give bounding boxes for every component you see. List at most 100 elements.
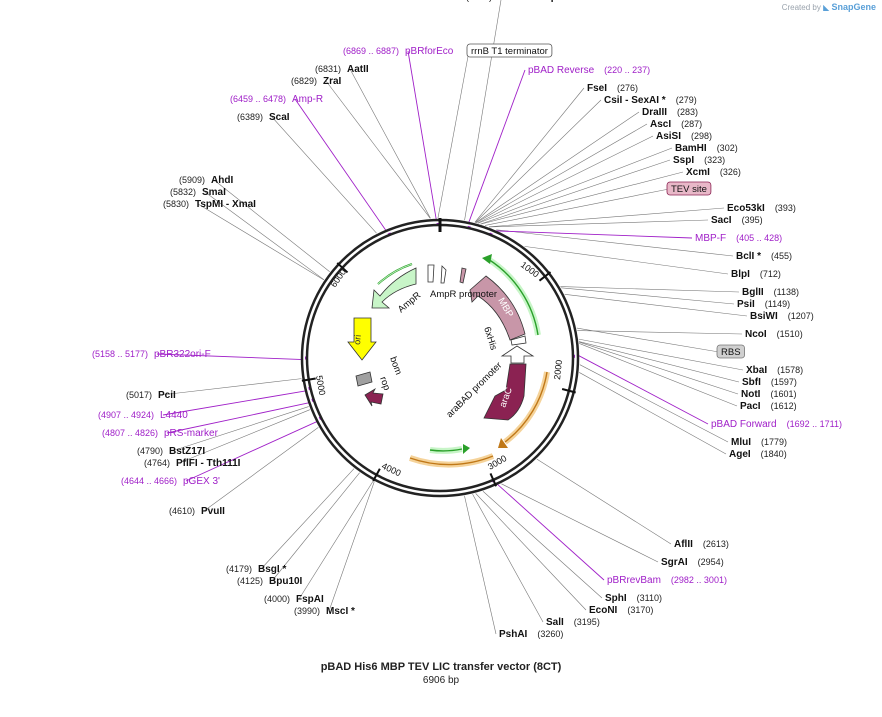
enzyme-bstz17i[interactable]: BstZ17I(4790) <box>137 446 205 457</box>
enzyme-zrai[interactable]: ZraI(6829) <box>291 76 342 87</box>
primer-pbad-forward[interactable]: pBAD Forward(1692 .. 1711) <box>711 419 842 430</box>
enzyme-psii[interactable]: PsiI(1149) <box>737 299 790 310</box>
map-size: 6906 bp <box>422 675 460 686</box>
site-position: (5832) <box>170 187 196 197</box>
site-position: (1138) <box>774 287 799 297</box>
enzyme-saci[interactable]: SacI (395) <box>711 215 763 226</box>
enzyme-sphi[interactable]: SphI(3110) <box>605 593 662 604</box>
enzyme-mlui[interactable]: MluI(1779) <box>731 437 787 448</box>
site-position: (4125) <box>237 576 263 586</box>
site-name: MBP-F <box>695 233 726 244</box>
primer-l4440[interactable]: L4440(4907 .. 4924) <box>98 410 188 421</box>
leader-fspai <box>298 480 374 600</box>
site-name: BglII <box>742 287 764 298</box>
feature-ampr[interactable] <box>371 267 417 309</box>
feature-ori[interactable] <box>347 317 377 361</box>
leader-sspi <box>480 159 671 225</box>
feature-arabad-promoter[interactable] <box>500 345 535 364</box>
enzyme-draiii[interactable]: DraIII(283) <box>642 107 698 118</box>
site-name: PsiI <box>737 299 755 310</box>
feature-arac[interactable] <box>483 363 527 421</box>
enzyme-bsmbi-esp3i[interactable]: BsmBI - Esp3I(4660) <box>466 0 565 3</box>
enzyme-sali[interactable]: SalI(3195) <box>546 617 600 628</box>
enzyme-bsiwi[interactable]: BsiWI(1207) <box>750 311 814 322</box>
enzyme-bpu10i[interactable]: Bpu10I(4125) <box>237 576 303 587</box>
feature-mbp[interactable] <box>469 275 526 341</box>
leader-sgrai <box>501 483 659 563</box>
enzyme-bamhi[interactable]: BamHI(302) <box>675 143 738 154</box>
leader-sali <box>472 494 544 623</box>
enzyme-pvuii[interactable]: PvuII(4610) <box>169 506 225 517</box>
site-position: (6869 .. 6887) <box>343 46 399 56</box>
enzyme-tspmi-xmai[interactable]: TspMI - XmaI(5830) <box>163 199 256 210</box>
enzyme-sspi[interactable]: SspI(323) <box>673 155 725 166</box>
primer-pbrrevbam[interactable]: pBRrevBam(2982 .. 3001) <box>607 575 727 586</box>
tick-mark-6000 <box>336 262 349 274</box>
leader-csii-sexai <box>474 99 602 223</box>
primer-pbad-reverse[interactable]: pBAD Reverse(220 .. 237) <box>528 65 650 76</box>
enzyme-aflii[interactable]: AflII(2613) <box>674 539 729 550</box>
leader-bstz17i <box>171 406 309 452</box>
enzyme-xcmi[interactable]: XcmI(326) <box>686 167 741 178</box>
enzyme-csii-sexai[interactable]: CsiI - SexAI *(279) <box>604 95 697 106</box>
feature-label-rrnB[interactable]: rrnB T1 terminator <box>466 43 553 58</box>
primer-pbr322ori-f[interactable]: pBR322ori-F(5158 .. 5177) <box>92 349 211 360</box>
leader-pvuii <box>203 427 319 512</box>
enzyme-blpi[interactable]: BlpI(712) <box>731 269 781 280</box>
feature-label-rbs[interactable]: RBS <box>716 344 745 359</box>
enzyme-noti[interactable]: NotI(1601) <box>741 389 796 400</box>
primer-prs-marker[interactable]: pRS-marker(4807 .. 4826) <box>102 428 219 439</box>
site-position: (395) <box>742 215 763 225</box>
site-name: BsiWI <box>750 311 778 322</box>
enzyme-sgrai[interactable]: SgrAI(2954) <box>661 557 724 568</box>
enzyme-fsei[interactable]: FseI(276) <box>587 83 638 94</box>
enzyme-bcli[interactable]: BclI *(455) <box>736 251 792 262</box>
site-name: SalI <box>546 617 564 628</box>
leader-paci <box>579 343 738 407</box>
enzyme-bglii[interactable]: BglII (1138) <box>742 287 799 298</box>
site-name: BlpI <box>731 269 750 280</box>
primer-pgex-3[interactable]: pGEX 3'(4644 .. 4666) <box>121 476 220 487</box>
enzyme-paci[interactable]: PacI(1612) <box>740 401 797 412</box>
tick-mark-2000 <box>561 388 576 394</box>
site-position: (6459 .. 6478) <box>230 94 286 104</box>
enzyme-asisi[interactable]: AsiSI(298) <box>656 131 712 142</box>
site-position: (1840) <box>761 449 787 459</box>
enzyme-pcii[interactable]: PciI(5017) <box>126 390 176 401</box>
primer-pbrforeco[interactable]: pBRforEco(6869 .. 6887) <box>343 46 454 57</box>
primer-mbp-f[interactable]: MBP-F(405 .. 428) <box>695 233 782 244</box>
enzyme-pshai[interactable]: PshAI(3260) <box>499 629 563 640</box>
site-position: (1612) <box>771 401 797 411</box>
enzyme-xbai[interactable]: XbaI(1578) <box>746 365 803 376</box>
enzyme-econi[interactable]: EcoNI(3170) <box>589 605 653 616</box>
enzyme-agei[interactable]: AgeI(1840) <box>729 449 787 460</box>
primer-amp-r[interactable]: Amp-R(6459 .. 6478) <box>230 94 323 105</box>
site-name: MluI <box>731 437 751 448</box>
enzyme-msci[interactable]: MscI *(3990) <box>294 606 355 617</box>
leader-pbad-reverse <box>467 69 526 225</box>
feature-label-tev[interactable]: TEV site <box>666 181 712 196</box>
feature-ampr-promoter[interactable] <box>427 264 447 284</box>
enzyme-ahdi[interactable]: AhdI(5909) <box>179 175 233 186</box>
enzyme-fspai[interactable]: FspAI(4000) <box>264 594 324 605</box>
site-position: (5830) <box>163 199 189 209</box>
leader-zrai <box>325 80 431 219</box>
enzyme-ncoi[interactable]: NcoI(1510) <box>745 329 803 340</box>
enzyme-bsgi[interactable]: BsgI *(4179) <box>226 564 286 575</box>
feature-bom[interactable] <box>355 371 373 387</box>
enzyme-asci[interactable]: AscI(287) <box>650 119 702 130</box>
enzyme-sbfi[interactable]: SbfI(1597) <box>742 377 797 388</box>
enzyme-scai[interactable]: ScaI(6389) <box>237 112 290 123</box>
leader-mlui <box>579 364 729 443</box>
enzyme-aatii[interactable]: AatII(6831) <box>315 64 369 75</box>
site-position: (2982 .. 3001) <box>671 575 727 585</box>
site-position: (3990) <box>294 606 320 616</box>
site-name: SacI <box>711 215 732 226</box>
feature-his[interactable] <box>510 335 527 346</box>
feature-rop[interactable] <box>364 387 384 407</box>
enzyme-pflfi-tth111i[interactable]: PflFI - Tth111I(4764) <box>144 458 241 469</box>
site-name: BsgI * <box>258 564 286 575</box>
enzyme-smai[interactable]: SmaI(5832) <box>170 187 226 198</box>
site-name: PciI <box>158 390 176 401</box>
enzyme-eco53ki[interactable]: Eco53kI(393) <box>727 203 796 214</box>
